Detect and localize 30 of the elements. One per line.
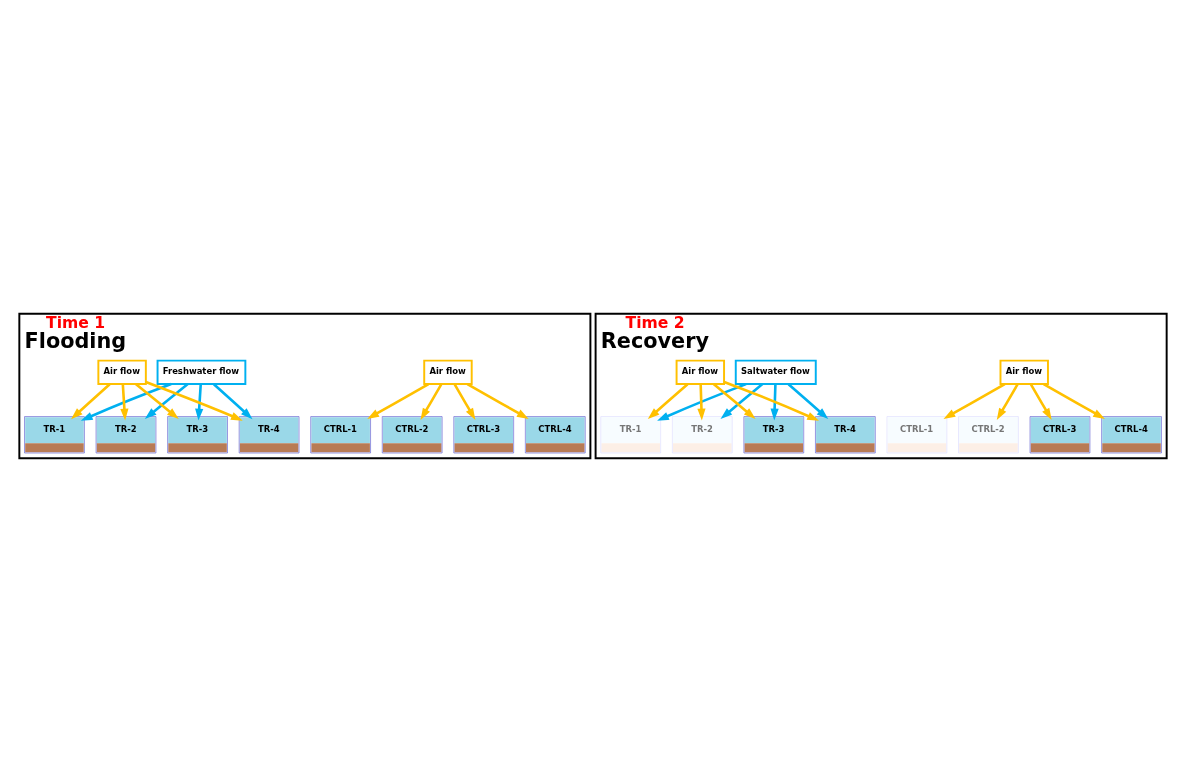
arrow	[213, 382, 253, 419]
arrow	[453, 383, 476, 420]
arrow	[1043, 382, 1105, 419]
arrow	[787, 382, 829, 419]
node-box: Air flow	[423, 359, 473, 385]
arrow	[367, 382, 430, 419]
arrow	[712, 382, 756, 419]
arrow	[144, 382, 189, 419]
arrow	[720, 382, 764, 419]
node-box: Air flow	[999, 359, 1049, 385]
arrow	[420, 383, 443, 420]
arrow	[120, 383, 129, 420]
node-box: Air flow	[97, 359, 147, 385]
node-box: Air flow	[675, 359, 726, 385]
node-box: Freshwater flow	[156, 359, 247, 385]
arrow	[80, 382, 172, 421]
arrow	[647, 382, 689, 419]
arrow	[1029, 383, 1052, 420]
arrow	[996, 383, 1019, 420]
arrow	[145, 380, 243, 421]
arrow	[134, 382, 179, 419]
arrow	[71, 382, 111, 419]
arrow	[466, 382, 529, 419]
arrow	[657, 382, 747, 421]
arrow	[195, 383, 204, 420]
node-box: Saltwater flow	[734, 359, 817, 385]
arrow	[770, 383, 779, 420]
arrow	[697, 383, 706, 420]
arrow	[943, 382, 1006, 419]
arrow	[723, 380, 819, 421]
